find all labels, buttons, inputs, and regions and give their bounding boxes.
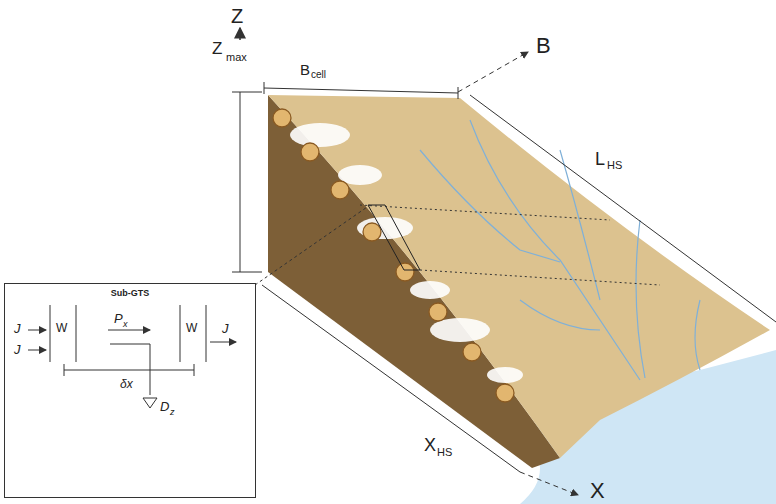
flux-label: J bbox=[14, 322, 21, 335]
dimension-label: L bbox=[595, 150, 605, 168]
dimension-label: δx bbox=[120, 378, 133, 390]
depth-label: D bbox=[160, 400, 169, 413]
inset-title: Sub-GTS bbox=[5, 288, 255, 298]
depth-subscript: z bbox=[170, 408, 175, 417]
inset-box: Sub-GTS bbox=[4, 283, 256, 498]
axis-label: B bbox=[536, 35, 551, 57]
dimension-subscript: HS bbox=[607, 160, 622, 171]
flux-subscript: x bbox=[123, 320, 128, 329]
flux-label: P bbox=[114, 312, 123, 325]
dimension-label: B bbox=[300, 62, 310, 77]
storage-label: W bbox=[56, 322, 67, 334]
dimension-label: Z bbox=[212, 40, 222, 57]
storage-label: W bbox=[186, 322, 197, 334]
dimension-subscript: cell bbox=[311, 70, 326, 80]
axis-label: Z bbox=[231, 6, 243, 26]
dimension-subscript: HS bbox=[437, 447, 452, 458]
axis-label: X bbox=[590, 480, 605, 502]
flux-label: J bbox=[14, 343, 21, 356]
dimension-subscript: max bbox=[226, 52, 247, 63]
flux-label: J bbox=[222, 322, 229, 335]
dimension-label: X bbox=[424, 436, 436, 454]
